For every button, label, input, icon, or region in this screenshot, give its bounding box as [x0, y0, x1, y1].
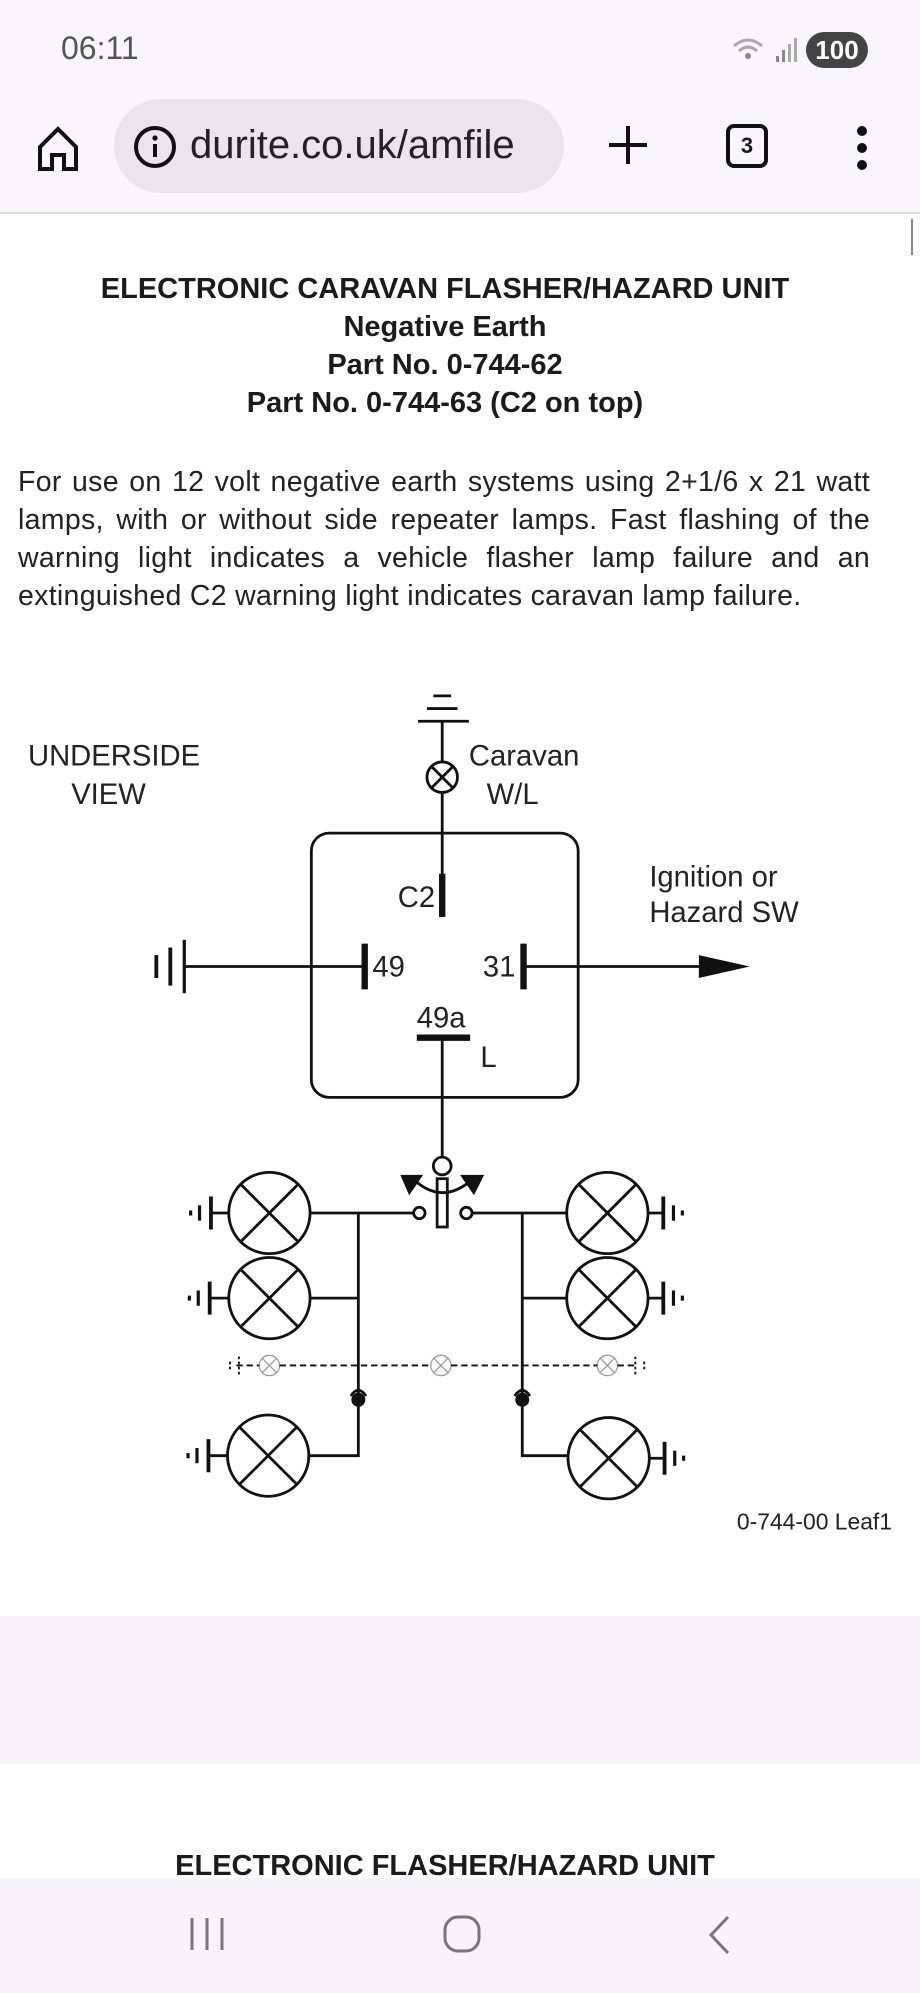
terminal-l: L: [480, 1042, 496, 1074]
status-bar: 06:11 100: [0, 0, 920, 95]
scrollbar[interactable]: [911, 219, 913, 255]
back-icon[interactable]: [706, 1914, 732, 1956]
home-icon[interactable]: [36, 125, 80, 173]
info-icon[interactable]: [132, 124, 178, 170]
view-label: VIEW: [71, 779, 146, 811]
next-document-title: ELECTRONIC FLASHER/HAZARD UNIT: [175, 1850, 715, 1882]
battery-indicator: 100: [806, 32, 868, 68]
tabs-button[interactable]: 3: [726, 124, 768, 168]
lamp: [226, 1413, 311, 1498]
page-separator: [0, 1616, 920, 1764]
terminal-49a: 49a: [417, 1002, 467, 1034]
wifi-signal-icon: [733, 38, 797, 62]
menu-icon[interactable]: [852, 123, 872, 173]
arrow-icon: [698, 955, 750, 978]
terminal-49: 49: [372, 952, 405, 984]
navigation-bar: [0, 1878, 920, 1993]
url-text[interactable]: durite.co.uk/amfile: [190, 123, 515, 167]
document-title: ELECTRONIC CARAVAN FLASHER/HAZARD UNIT: [100, 273, 790, 305]
hazard-switch: [412, 1155, 474, 1229]
home-button-icon[interactable]: [442, 1914, 482, 1954]
recents-icon[interactable]: [188, 1916, 226, 1952]
caravan-label: Caravan: [469, 741, 579, 773]
part-number: Part No. 0-744-62: [327, 349, 563, 381]
document-subtitle: Negative Earth: [343, 311, 547, 343]
lamp: [565, 1256, 650, 1341]
plus-icon[interactable]: [606, 123, 650, 167]
description-paragraph: For use on 12 volt negative earth system…: [18, 466, 870, 612]
lamp: [565, 1170, 650, 1256]
arrow-right-icon: [460, 1174, 485, 1196]
earth-symbol-top: [418, 694, 469, 762]
reference-label: 0-744-00 Leaf1: [737, 1508, 892, 1534]
browser-toolbar: durite.co.uk/amfile 3: [0, 95, 920, 214]
wiring-diagram: UNDERSIDE VIEW Caravan W/L Ignition or H…: [28, 694, 892, 1534]
lamp: [227, 1256, 312, 1341]
clock: 06:11: [61, 30, 139, 66]
hazard-sw-label: Hazard SW: [649, 897, 799, 929]
terminal-c2: C2: [398, 882, 435, 914]
caravan-warning-lamp: [425, 760, 459, 794]
url-bar[interactable]: durite.co.uk/amfile: [114, 99, 564, 193]
lamp: [227, 1170, 312, 1256]
ignition-label: Ignition or: [649, 861, 778, 893]
wl-label: W/L: [487, 779, 539, 811]
underside-label: UNDERSIDE: [28, 741, 200, 773]
lamp: [566, 1416, 651, 1501]
arrow-left-icon: [400, 1174, 424, 1196]
part-number-alt: Part No. 0-744-63 (C2 on top): [246, 387, 644, 419]
terminal-31: 31: [483, 952, 516, 984]
